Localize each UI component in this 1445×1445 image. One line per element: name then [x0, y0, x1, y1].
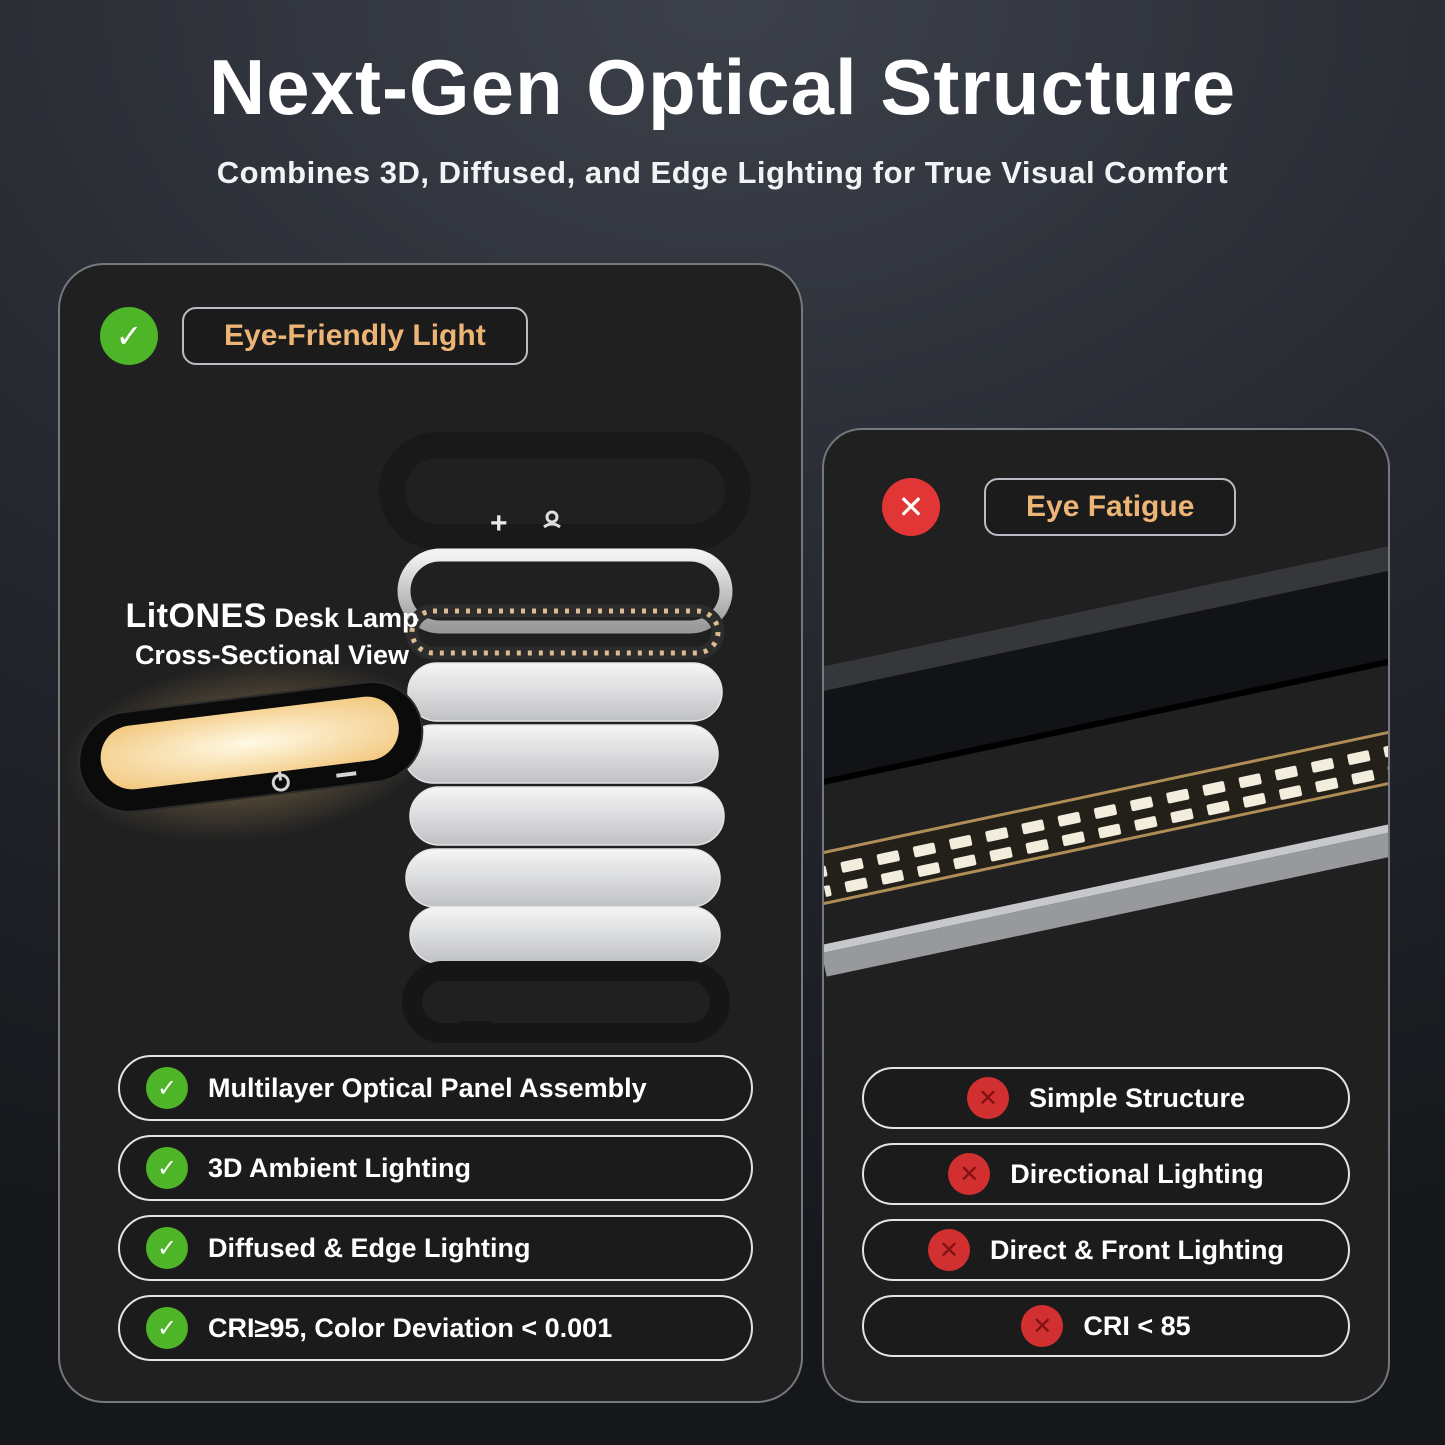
check-glyph: ✓ [156, 1154, 178, 1182]
cross-icon: ✕ [882, 478, 940, 536]
eye-fatigue-badge-row: ✕ Eye Fatigue [882, 478, 1237, 536]
eye-friendly-badge-row: ✓ Eye-Friendly Light [100, 307, 528, 365]
feature-row: ✓ 3D Ambient Lighting [118, 1135, 753, 1201]
feature-row: ✓ Diffused & Edge Lighting [118, 1215, 753, 1281]
check-icon: ✓ [146, 1067, 188, 1109]
feature-label: Simple Structure [1028, 1082, 1246, 1113]
cross-icon: ✕ [1021, 1305, 1064, 1347]
diffuser-layer [409, 906, 721, 964]
cross-glyph: ✕ [1032, 1312, 1053, 1340]
power-icon [271, 771, 290, 792]
layer-stack: + [379, 432, 751, 1043]
eye-friendly-panel: ✓ Eye-Friendly Light LitONES Desk Lamp C… [58, 263, 803, 1403]
check-glyph: ✓ [156, 1074, 178, 1102]
header: Next-Gen Optical Structure Combines 3D, … [0, 42, 1445, 191]
eye-fatigue-badge-label: Eye Fatigue [1026, 490, 1195, 523]
lamp-light-surface [100, 696, 399, 790]
frame-foot [512, 1027, 538, 1039]
cross-icon: ✕ [966, 1077, 1009, 1119]
feature-label: Directional Lighting [1010, 1158, 1264, 1189]
feature-label: CRI < 85 [1083, 1310, 1191, 1341]
top-frame-ring [379, 432, 751, 550]
cross-icon: ✕ [928, 1229, 971, 1271]
feature-row: ✓ CRI≥95, Color Deviation < 0.001 [118, 1295, 753, 1361]
diffuser-layer [409, 786, 725, 846]
cross-glyph: ✕ [977, 1084, 999, 1112]
led-strip-dots [409, 608, 721, 656]
lamp-exploded-diagram: + [61, 432, 751, 1043]
eye-friendly-badge-label: Eye-Friendly Light [224, 319, 486, 352]
eye-fatigue-badge: Eye Fatigue [984, 478, 1237, 536]
check-icon: ✓ [146, 1147, 188, 1189]
diffuser-plate [824, 820, 1388, 977]
lamp-caption: LitONES Desk Lamp Cross-Sectional View [86, 597, 458, 671]
page-title: Next-Gen Optical Structure [208, 43, 1237, 131]
check-icon: ✓ [146, 1227, 188, 1269]
bar-lamp-stack [824, 544, 1388, 977]
bar-lamp-exploded-diagram [824, 544, 1388, 977]
check-icon: ✓ [146, 1307, 188, 1349]
feature-row: ✕ CRI < 85 [862, 1295, 1350, 1357]
feature-label: Multilayer Optical Panel Assembly [208, 1072, 647, 1103]
diffuser-layer [407, 662, 723, 722]
eye-fatigue-panel: ✕ Eye Fatigue [822, 428, 1390, 1403]
bar-housing-edge [824, 651, 1388, 795]
bottom-frame-ring [402, 961, 730, 1043]
eye-friendly-feature-list: ✓ Multilayer Optical Panel Assembly ✓ 3D… [118, 1041, 753, 1361]
check-glyph: ✓ [156, 1234, 178, 1262]
diffuser-layer [405, 848, 721, 908]
check-glyph: ✓ [115, 318, 143, 354]
lamp-caption-line2: Cross-Sectional View [134, 640, 410, 670]
frame-foot [458, 1021, 492, 1037]
lamp-caption-line1: LitONES Desk Lamp [86, 597, 458, 636]
feature-label: Direct & Front Lighting [990, 1234, 1284, 1265]
cross-glyph: ✕ [938, 1236, 960, 1264]
cross-icon: ✕ [948, 1153, 991, 1195]
check-icon: ✓ [100, 307, 158, 365]
plus-control-glyph: + [490, 507, 508, 540]
lamp-head [61, 657, 440, 843]
feature-row: ✕ Directional Lighting [862, 1143, 1350, 1205]
eye-friendly-badge: Eye-Friendly Light [182, 307, 528, 365]
bar-housing-front [824, 567, 1388, 795]
diffuser-plate-edge [824, 812, 1388, 954]
product-name: Desk Lamp [274, 603, 419, 633]
feature-label: 3D Ambient Lighting [208, 1152, 471, 1183]
bar-housing-top [824, 544, 1388, 705]
diffuser-layer [403, 724, 719, 784]
brand-name: LitONES [125, 597, 267, 635]
feature-row: ✓ Multilayer Optical Panel Assembly [118, 1055, 753, 1121]
mode-icon [543, 510, 561, 529]
page-subtitle: Combines 3D, Diffused, and Edge Lighting… [216, 155, 1229, 190]
feature-label: CRI≥95, Color Deviation < 0.001 [208, 1312, 613, 1343]
cross-glyph: ✕ [959, 1160, 980, 1188]
feature-row: ✕ Direct & Front Lighting [862, 1219, 1350, 1281]
led-bead-grid [824, 732, 1388, 898]
dim-minus-icon [336, 771, 357, 778]
silver-ring-layer [397, 548, 733, 634]
feature-label: Diffused & Edge Lighting [208, 1232, 531, 1263]
cross-glyph: ✕ [897, 489, 925, 525]
feature-row: ✕ Simple Structure [862, 1067, 1350, 1129]
check-glyph: ✓ [156, 1314, 178, 1342]
eye-fatigue-feature-list: ✕ Simple Structure ✕ Directional Lightin… [862, 1053, 1350, 1357]
